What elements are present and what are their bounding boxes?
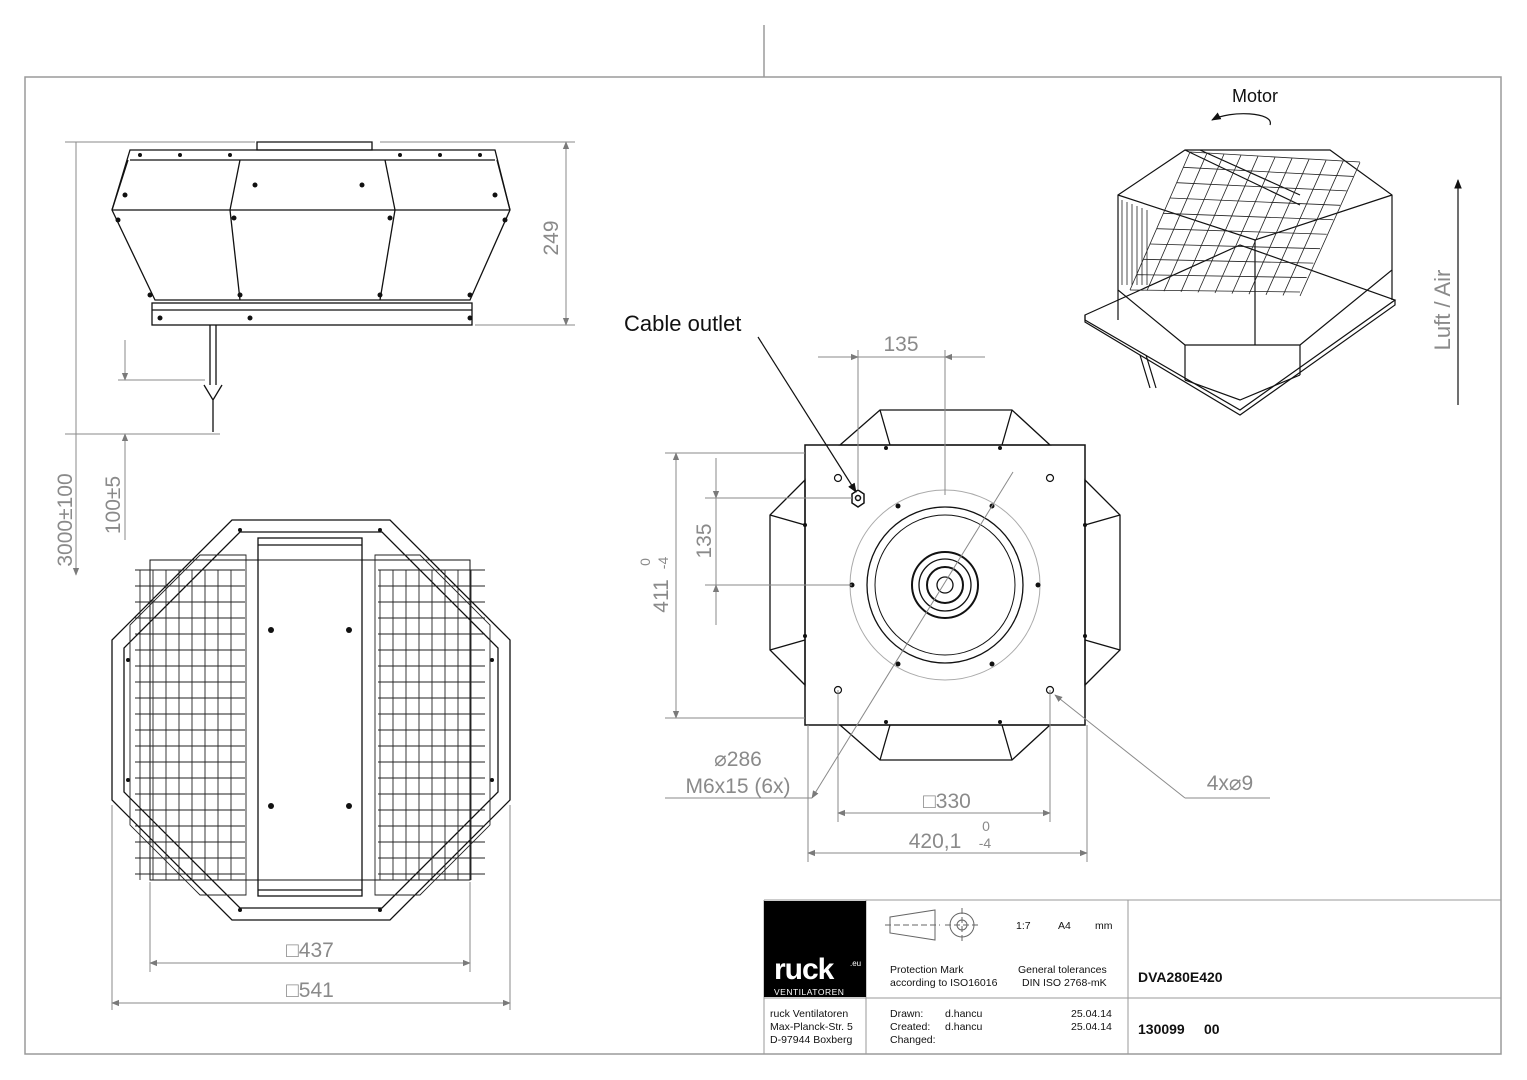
cable-gland [851, 489, 865, 508]
logo-subtitle: VENTILATOREN [774, 987, 845, 997]
company-logo: ruck .eu VENTILATOREN [764, 901, 866, 997]
grille-wire [1149, 243, 1321, 250]
protection-mark-standard: according to ISO16016 [890, 977, 998, 989]
top-view-grille-left [129, 554, 247, 896]
logo-wordmark: ruck [774, 953, 834, 986]
tolerance-label: General tolerances [1018, 964, 1107, 976]
dim-249: 249 [540, 220, 563, 255]
bottom-view-dim-lines [665, 350, 1270, 862]
bottom-view-outer-ring [849, 489, 1041, 681]
created-by: d.hancu [945, 1021, 983, 1033]
paper-size: A4 [1058, 920, 1071, 932]
grille-wire [1176, 182, 1347, 192]
dim-411-tol-upper: 0 [637, 558, 653, 566]
grille-wire [1248, 159, 1310, 295]
grille-wire [1231, 158, 1293, 294]
dim-diameter-286: ⌀286 [714, 748, 762, 771]
dim-541: □541 [286, 979, 334, 1002]
grille-wire [1180, 154, 1242, 292]
dim-330: □330 [923, 790, 971, 813]
changed-label: Changed: [890, 1034, 936, 1046]
air-flow-label: Luft / Air [1430, 270, 1455, 351]
cable-outlet-label: Cable outlet [624, 311, 741, 336]
dim-411-tol-lower: -4 [655, 557, 671, 570]
grille-wire [1282, 161, 1344, 296]
scale: 1:7 [1016, 920, 1031, 932]
created-label: Created: [890, 1021, 931, 1033]
protection-mark-label: Protection Mark [890, 964, 964, 976]
grille-wire [1129, 151, 1191, 291]
top-view-dim-lines [111, 805, 511, 1010]
title-block [763, 899, 1501, 1054]
grille-wire [1163, 212, 1334, 221]
side-view-dim-lines [65, 141, 575, 576]
dim-420-tol-upper: 0 [982, 818, 990, 834]
drawn-label: Drawn: [890, 1008, 924, 1020]
projection-symbol [885, 908, 980, 942]
drawn-by: d.hancu [945, 1008, 983, 1020]
isometric-grille [1121, 151, 1361, 297]
dim-420: 420,1 [909, 830, 962, 853]
unit: mm [1095, 920, 1113, 932]
dim-420-tol-lower: -4 [979, 835, 992, 851]
motor-label: Motor [1232, 86, 1278, 106]
side-view-bolts [115, 153, 508, 321]
drawn-date: 25.04.14 [1071, 1008, 1112, 1020]
grille-wire [1189, 151, 1361, 163]
grille-wire [1265, 160, 1327, 295]
grille-wire [1136, 274, 1307, 278]
isometric-view [1084, 149, 1397, 416]
cable-outlet-leader [757, 336, 857, 493]
top-view-grille-right [374, 554, 491, 896]
grille-wire [1183, 166, 1354, 177]
grille-wire [1163, 153, 1225, 292]
dim-411: 411 [650, 579, 673, 612]
dim-437: □437 [286, 939, 334, 962]
company-street: Max-Planck-Str. 5 [770, 1021, 853, 1033]
grille-wire [1197, 156, 1259, 293]
grille-wire [1156, 228, 1327, 235]
top-view [111, 519, 511, 921]
grille-wire [1299, 162, 1361, 297]
created-date: 25.04.14 [1071, 1021, 1112, 1033]
grille-wire [1146, 152, 1208, 291]
product-code: DVA280E420 [1138, 969, 1223, 985]
dim-cable-length: 3000±100 [54, 473, 77, 566]
dim-135-horizontal: 135 [883, 333, 918, 356]
sheet-frame [24, 25, 1502, 1055]
dim-holes: 4x⌀9 [1207, 772, 1254, 795]
tolerance-standard: DIN ISO 2768-mK [1022, 977, 1107, 989]
grille-wire [1143, 258, 1314, 264]
bottom-view [769, 409, 1121, 761]
drawing-number: 130099 [1138, 1021, 1185, 1037]
grille-wire [1169, 197, 1341, 206]
side-view [111, 141, 511, 432]
company-name: ruck Ventilatoren [770, 1008, 849, 1020]
grille-wire [1214, 157, 1276, 294]
dim-135-vertical: 135 [693, 523, 716, 558]
company-city: D-97944 Boxberg [770, 1034, 853, 1046]
logo-eu: .eu [850, 959, 862, 968]
motor-rotation-arrow [1211, 112, 1271, 126]
revision: 00 [1204, 1021, 1220, 1037]
top-view-bolts [126, 528, 494, 912]
dim-cable-end: 100±5 [102, 476, 125, 534]
grille-wire [1129, 289, 1301, 293]
dim-screws: M6x15 (6x) [685, 775, 790, 798]
